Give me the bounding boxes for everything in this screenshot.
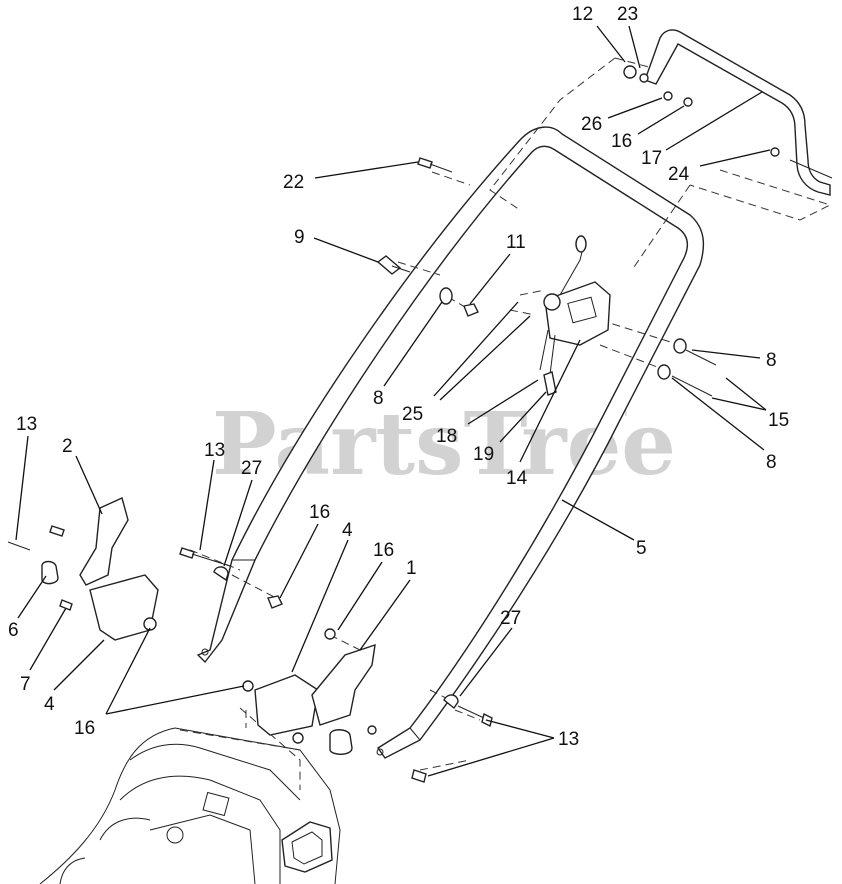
callout-16-mid: 16 bbox=[309, 502, 330, 523]
lower-left-hardware bbox=[179, 547, 283, 609]
callout-4-left: 4 bbox=[44, 694, 55, 715]
washer-and-nut-upper bbox=[439, 287, 479, 317]
callout-7: 7 bbox=[20, 674, 31, 695]
callout-2: 2 bbox=[62, 436, 73, 457]
callout-19: 19 bbox=[473, 444, 494, 465]
callout-15: 15 bbox=[768, 410, 789, 431]
callout-8-right-top: 8 bbox=[766, 350, 777, 371]
callout-labels: 12 23 26 16 17 24 22 9 11 8 8 8 25 15 18… bbox=[8, 4, 789, 750]
callout-26: 26 bbox=[581, 114, 602, 135]
callout-1: 1 bbox=[406, 558, 417, 579]
bolt-22 bbox=[417, 157, 453, 173]
callout-16-right: 16 bbox=[373, 540, 394, 561]
callout-12: 12 bbox=[572, 4, 593, 25]
callout-14: 14 bbox=[506, 468, 528, 489]
callout-27-right: 27 bbox=[500, 608, 521, 629]
callout-23: 23 bbox=[617, 4, 638, 25]
callout-5: 5 bbox=[636, 538, 647, 559]
right-bracket bbox=[242, 628, 377, 755]
callout-27-mid: 27 bbox=[241, 458, 262, 479]
callout-24: 24 bbox=[668, 164, 690, 185]
callout-17: 17 bbox=[641, 148, 662, 169]
control-assembly bbox=[539, 235, 611, 396]
handle-assembly bbox=[196, 126, 705, 759]
callout-25: 25 bbox=[402, 404, 423, 425]
left-bracket bbox=[7, 497, 159, 641]
callout-4-mid: 4 bbox=[342, 520, 353, 541]
callout-8-left: 8 bbox=[373, 388, 384, 409]
callout-16-bottom: 16 bbox=[74, 718, 95, 739]
bail-bar bbox=[623, 29, 833, 196]
callout-8-right-bottom: 8 bbox=[766, 452, 777, 473]
callout-6: 6 bbox=[8, 620, 19, 641]
callout-18: 18 bbox=[436, 426, 457, 447]
pin-9 bbox=[376, 255, 411, 275]
callout-9: 9 bbox=[294, 227, 305, 248]
callout-22: 22 bbox=[283, 172, 304, 193]
callout-11: 11 bbox=[506, 232, 526, 253]
callout-13-mid: 13 bbox=[204, 440, 225, 461]
leader-lines bbox=[15, 25, 771, 777]
callout-13-left: 13 bbox=[16, 414, 37, 435]
right-hardware bbox=[657, 338, 717, 397]
callout-13-right: 13 bbox=[558, 729, 579, 750]
callout-16-top: 16 bbox=[611, 131, 632, 152]
